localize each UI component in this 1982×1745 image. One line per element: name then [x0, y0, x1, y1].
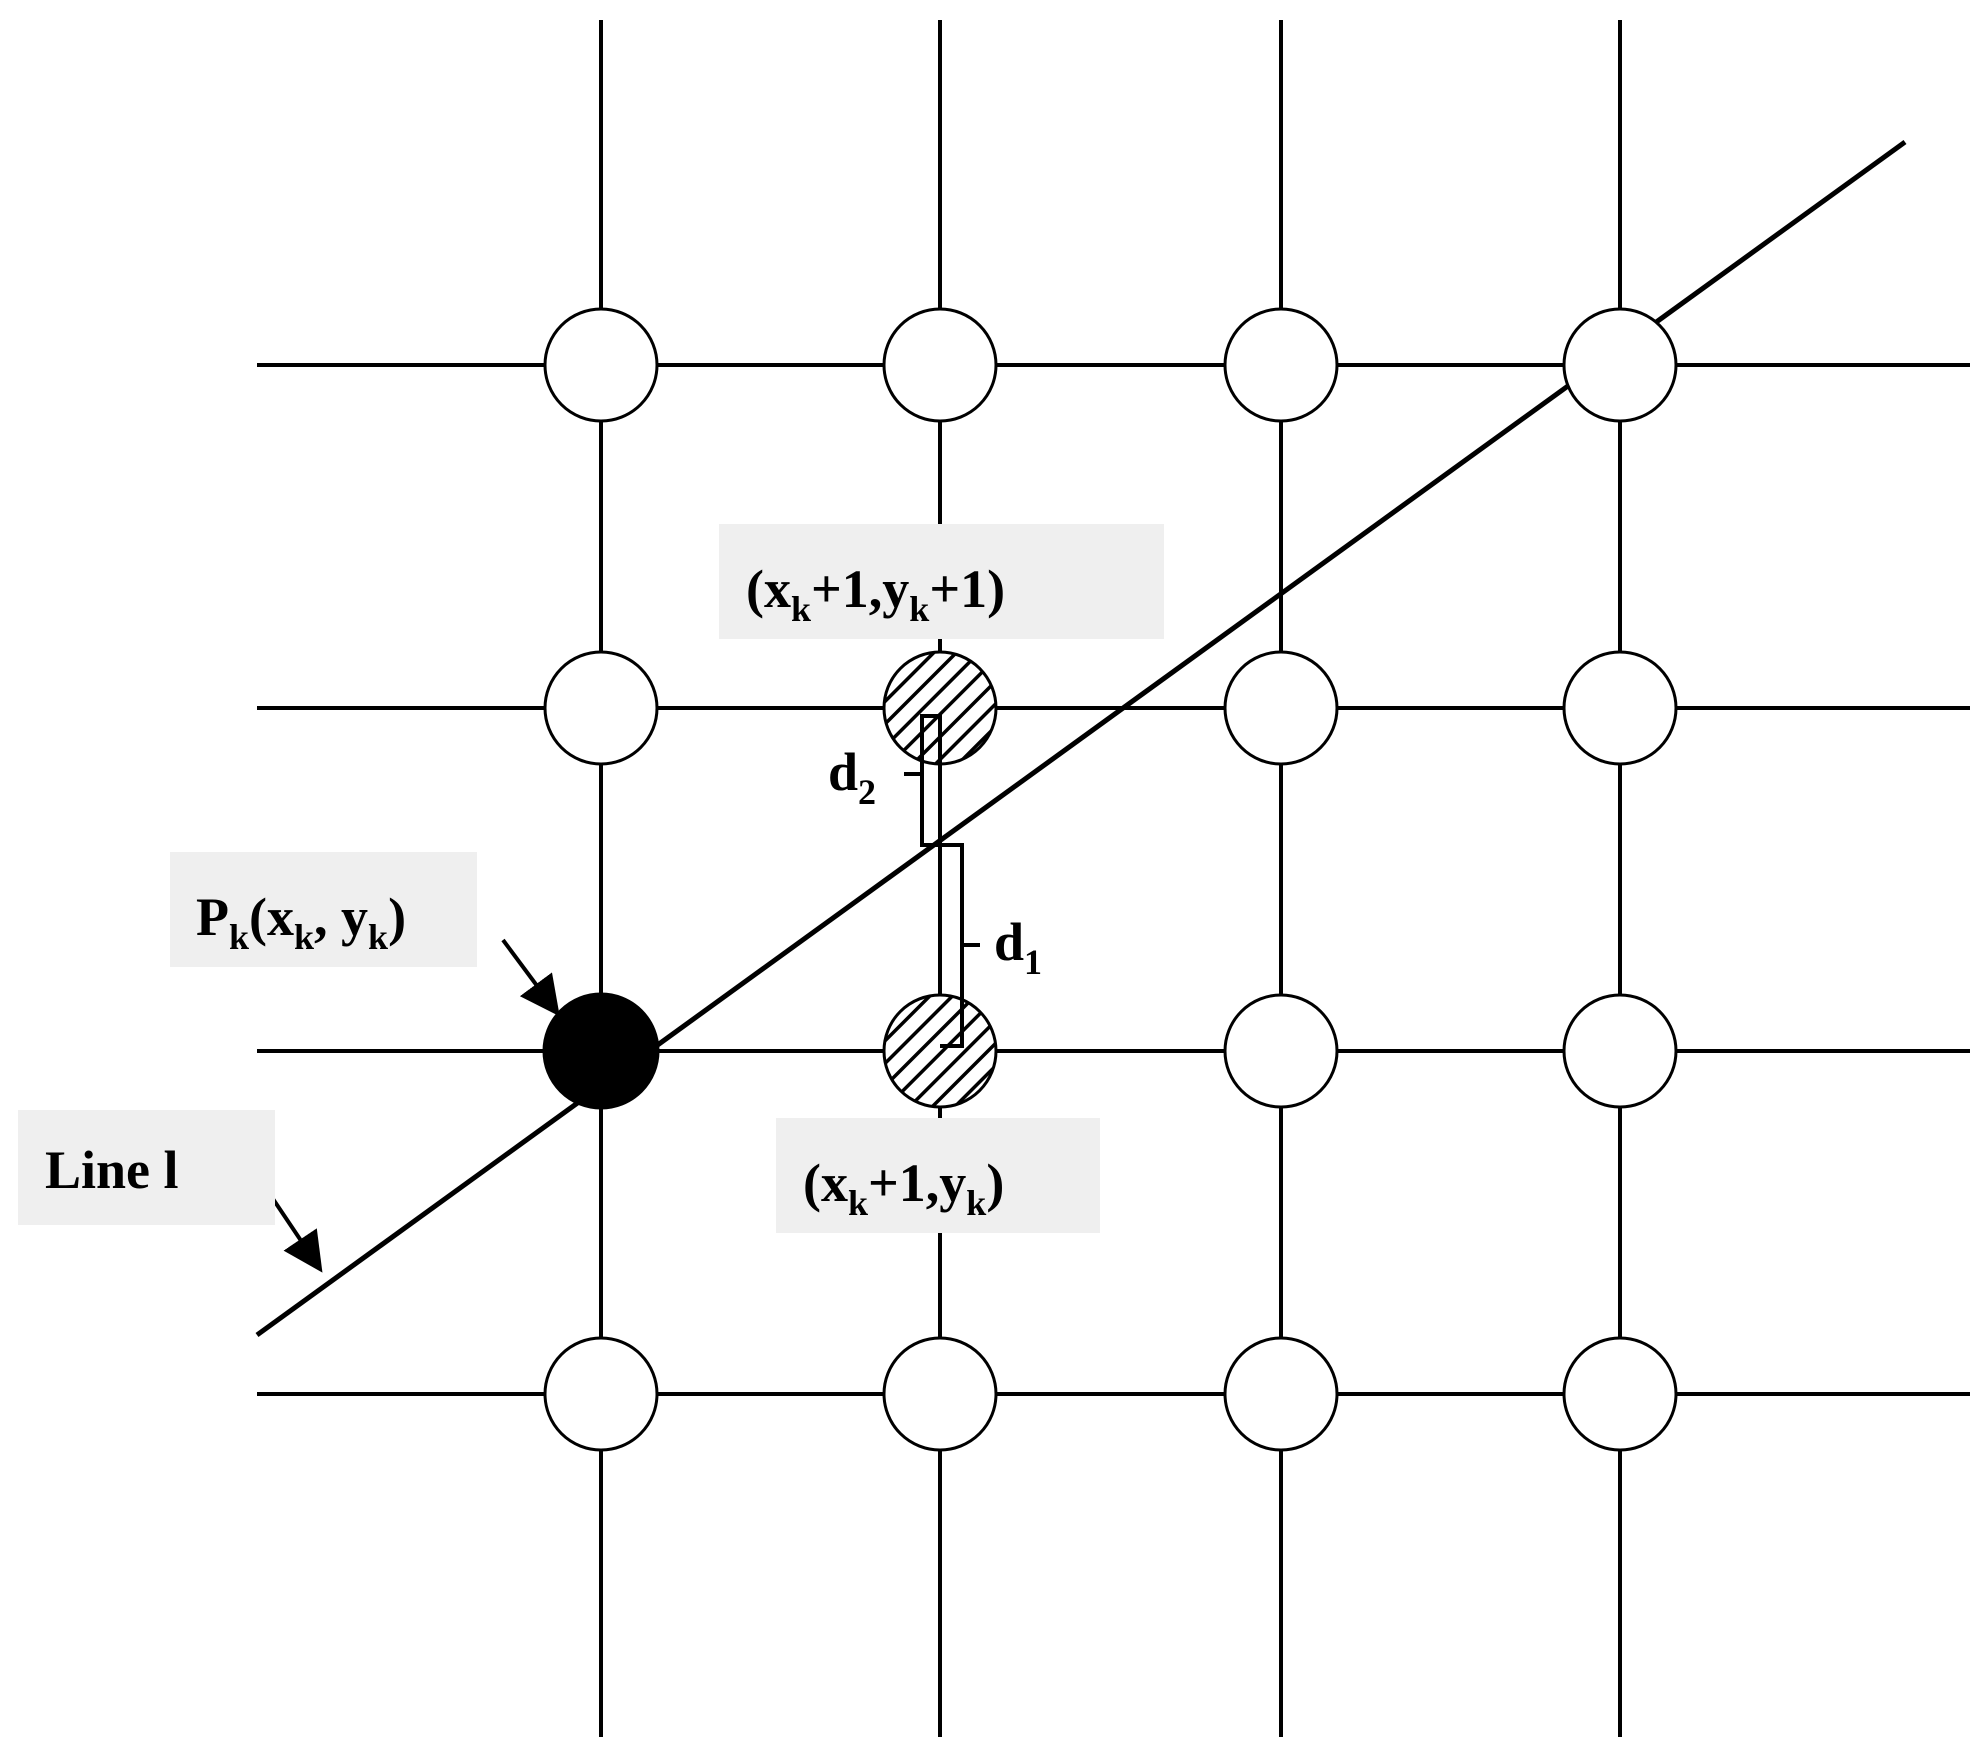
candidate-pixel-lower	[882, 993, 998, 1109]
pixel-empty	[882, 307, 998, 423]
pixel-empty	[1562, 1336, 1678, 1452]
d1-label: d1	[994, 912, 1042, 982]
pk-label-box	[170, 852, 477, 967]
d2-label: d2	[828, 742, 876, 812]
pixel-empty	[1562, 650, 1678, 766]
pixel-empty	[1223, 650, 1339, 766]
pk-label: Pk(xk, yk)	[196, 887, 406, 957]
pixel-empty	[882, 1336, 998, 1452]
line-l-label: Line l	[45, 1140, 179, 1200]
upper-candidate-label: (xk+1,yk+1)	[746, 559, 1005, 629]
pixel-empty	[1223, 1336, 1339, 1452]
line-l-label-box	[18, 1110, 275, 1225]
upper-candidate-label-box	[719, 524, 1164, 639]
line-l-arrow	[265, 1188, 323, 1273]
lower-candidate-label: (xk+1,yk)	[803, 1153, 1004, 1223]
pixel-empty	[1562, 993, 1678, 1109]
vertical-grid-lines	[599, 20, 1622, 1737]
pixel-empty	[1223, 993, 1339, 1109]
pixel-empty	[543, 307, 659, 423]
lower-candidate-label-box	[776, 1118, 1100, 1233]
pixel-empty	[1223, 307, 1339, 423]
pixel-empty	[1562, 307, 1678, 423]
pk-arrow	[501, 938, 560, 1017]
pixel-grid	[543, 307, 1678, 1452]
current-pixel-pk	[542, 992, 660, 1110]
horizontal-grid-lines	[257, 363, 1970, 1396]
pixel-empty	[543, 650, 659, 766]
pixel-empty	[543, 1336, 659, 1452]
